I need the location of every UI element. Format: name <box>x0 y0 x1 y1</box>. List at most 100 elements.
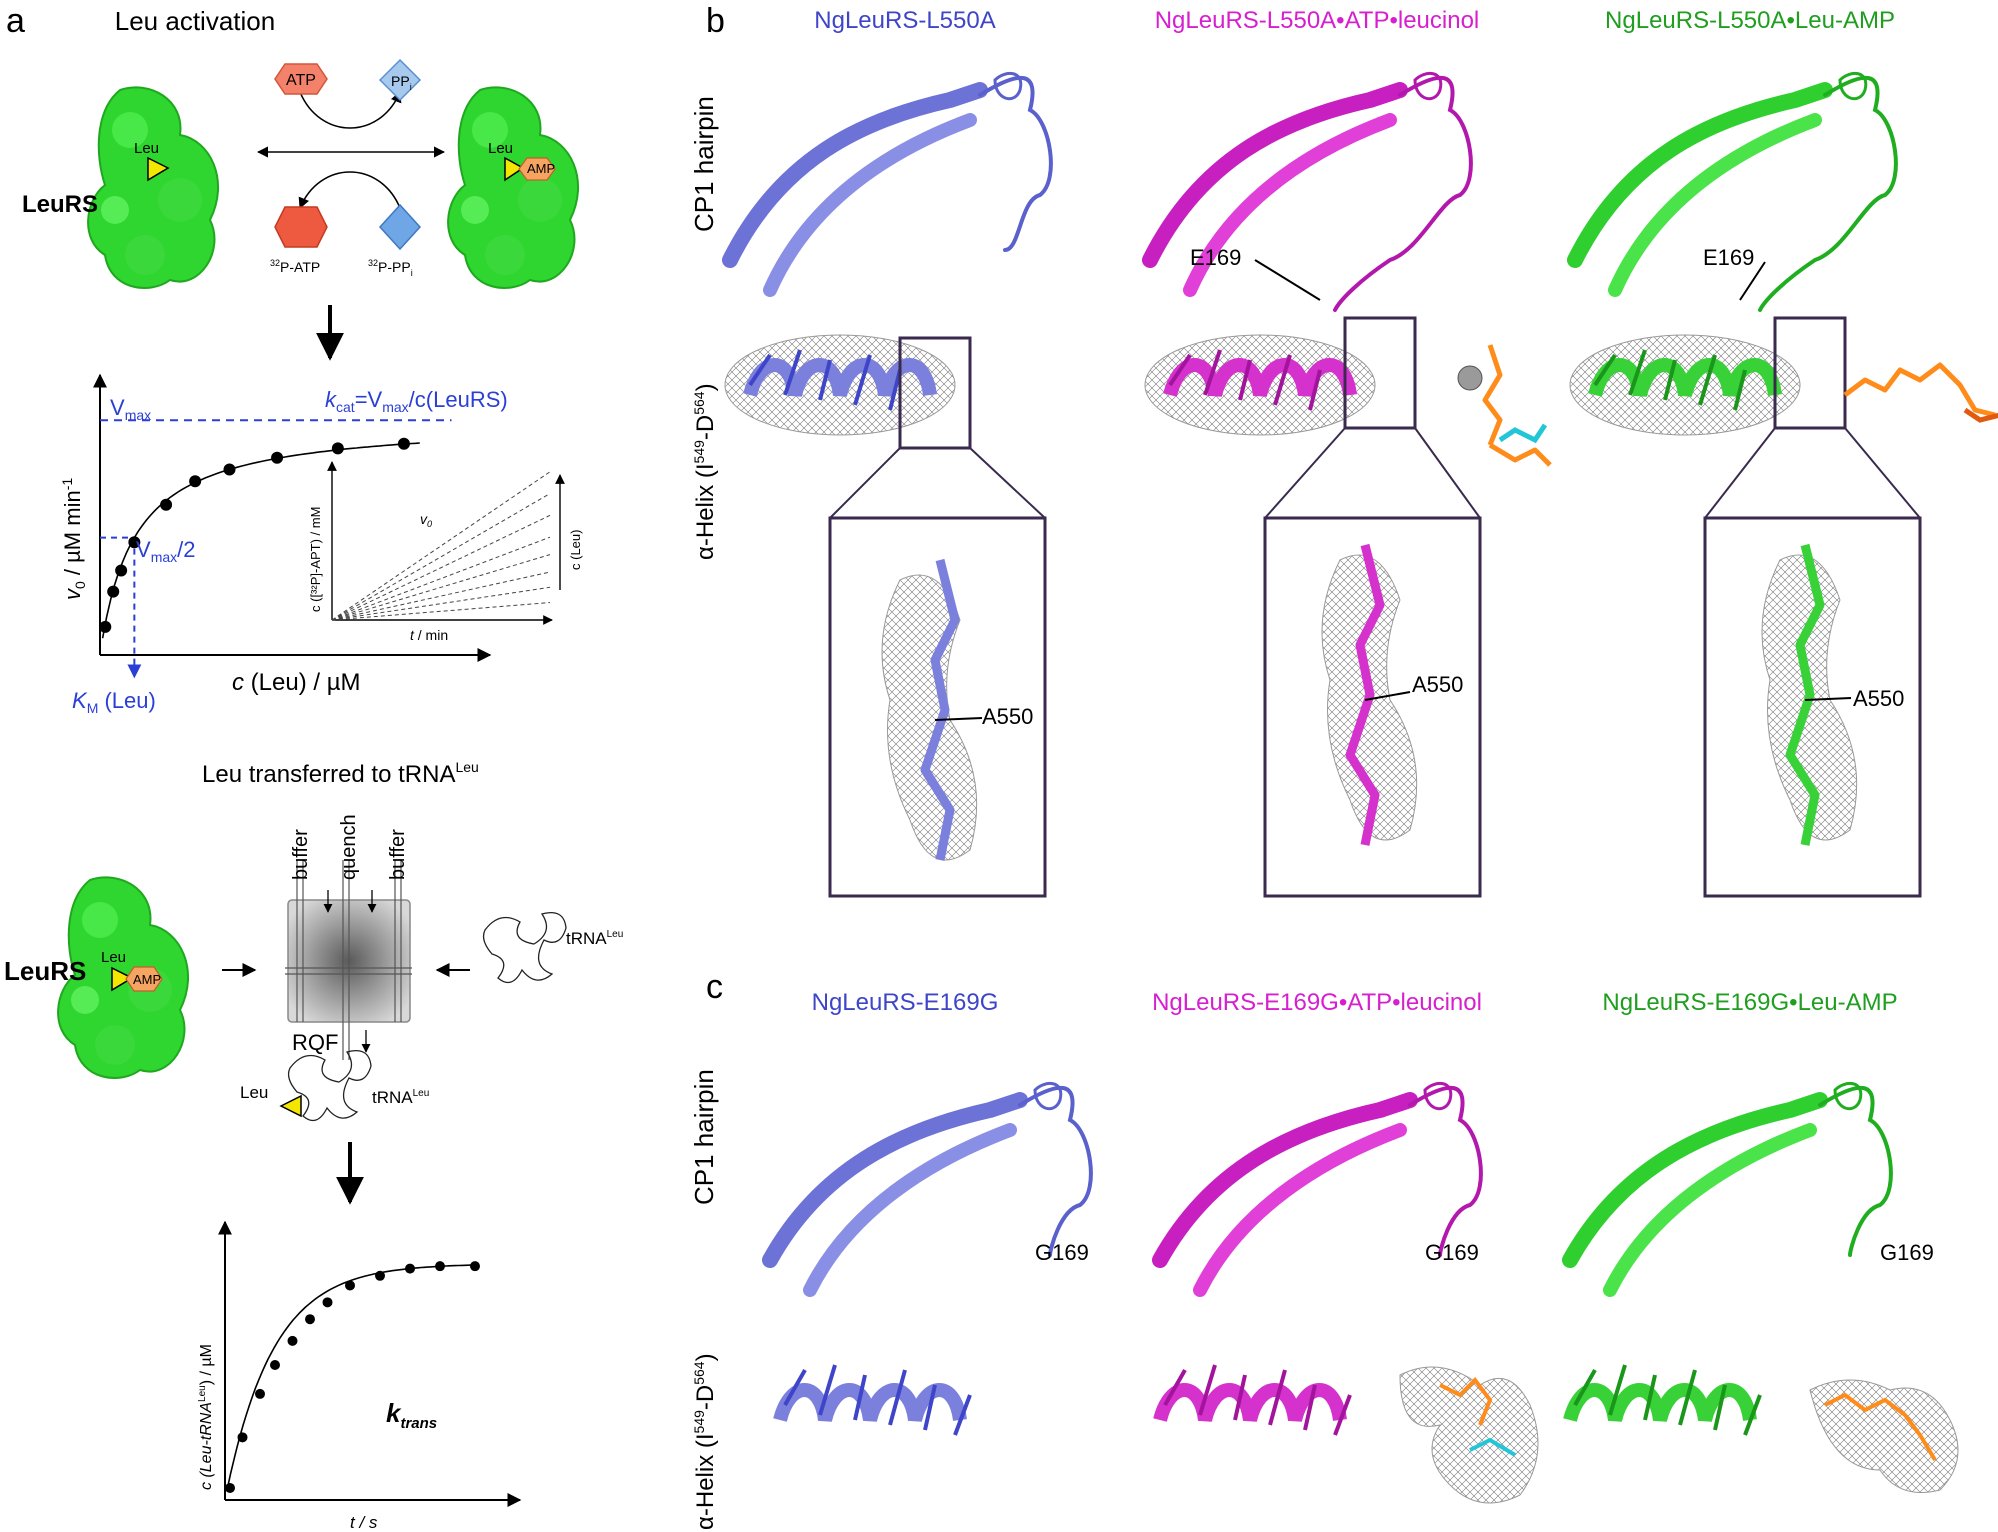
tr-data-point <box>237 1432 248 1443</box>
mm-data-point <box>189 475 202 488</box>
trna-structure-icon <box>482 911 567 984</box>
inset-rate-line <box>331 514 551 621</box>
tr-data-point <box>287 1335 298 1346</box>
inset-rate-line <box>331 493 551 621</box>
rapid-quench-flow-device: buffer quench buffer RQF <box>285 814 412 1060</box>
a550-pointer <box>934 717 983 721</box>
kcat-label: kcat=Vmax/c(LeuRS) <box>325 387 508 415</box>
g169-label: G169 <box>1425 1240 1479 1265</box>
tr-data-point <box>255 1388 265 1399</box>
amp-label-right: AMP <box>527 161 555 176</box>
k-trans-label: ktrans <box>386 1398 437 1432</box>
amp-label-bottom: AMP <box>133 972 161 987</box>
tr-data-point <box>470 1261 480 1272</box>
p32-ppi-label: 32P-PPi <box>368 258 413 278</box>
leu-amp-density <box>1809 1379 1959 1493</box>
atp-leucinol-ligand <box>1457 344 1552 467</box>
inset-rate-line <box>331 571 551 621</box>
tr-data-point <box>345 1280 355 1291</box>
alpha-helix-density <box>1144 316 1417 436</box>
g169-label: G169 <box>1035 1240 1089 1265</box>
c-structure-e169g-atp: G169 <box>1152 1081 1539 1504</box>
vmax-label: Vmax <box>110 395 151 423</box>
mm-data-point <box>99 620 112 633</box>
vmax-half-label: Vmax/2 <box>136 537 196 565</box>
mm-data-point <box>397 437 410 450</box>
metal-ion <box>1457 365 1483 391</box>
tr-fit-curve <box>226 1264 478 1489</box>
c-structure-e169g-leu-amp: G169 <box>1562 1081 1959 1493</box>
inset-y-label: c ([³²P]-APT) / mM <box>308 507 323 612</box>
inset-leu-label: c (Leu) <box>568 530 583 570</box>
mm-data-point <box>107 585 120 598</box>
transfer-title: Leu transferred to tRNALeu <box>202 759 479 788</box>
a550-zoom-panel: A550 <box>1263 516 1482 898</box>
buffer-label-1: buffer <box>290 829 312 880</box>
leurs-label-bottom: LeuRS <box>4 956 86 986</box>
alpha-helix-density <box>1569 316 1847 436</box>
tr-points <box>225 1261 480 1493</box>
a550-label: A550 <box>1412 672 1463 697</box>
panel-label-a: a <box>6 2 25 40</box>
cp1-hairpin-ribbon <box>762 1081 1093 1297</box>
alpha-helix-sticks <box>1563 1364 1762 1436</box>
p32-ppi-diamond-icon <box>378 203 422 251</box>
alpha-helix-sticks <box>1153 1364 1352 1436</box>
buffer-label-2: buffer <box>387 829 409 880</box>
leu-triangle-icon <box>504 156 525 182</box>
inset-x-label: t / min <box>410 627 448 643</box>
inset-rate-lines <box>331 471 551 621</box>
p32-atp-hexagon-icon <box>274 206 328 248</box>
mm-data-point <box>223 463 236 476</box>
zoom-line <box>969 447 1046 519</box>
trna-label-top: tRNALeu <box>566 929 623 948</box>
g169-label: G169 <box>1880 1240 1934 1265</box>
tr-data-point <box>375 1270 385 1281</box>
cp1-hairpin-ribbon <box>1562 1081 1893 1297</box>
atp-leucinol-density <box>1399 1366 1539 1504</box>
tr-data-point <box>305 1314 315 1325</box>
zoom-line <box>829 447 901 519</box>
cp1-hairpin-ribbon <box>722 71 1053 297</box>
mm-fit-curve <box>101 442 420 639</box>
b-column-title-3: NgLeuRS-L550A•Leu-AMP <box>1605 7 1895 34</box>
c-structure-e169g: G169 <box>762 1081 1093 1436</box>
mm-guides <box>100 419 452 679</box>
leu-label-left: Leu <box>134 140 159 157</box>
mm-x-axis-label: c (Leu) / µM <box>232 669 361 696</box>
tr-x-axis-label: t / s <box>350 1513 378 1532</box>
e169-pointer <box>1739 261 1766 301</box>
tr-data-point <box>435 1261 445 1272</box>
alpha-helix-sticks <box>773 1364 972 1436</box>
mm-points <box>99 437 410 633</box>
inset-rate-line <box>331 586 551 621</box>
a550-label: A550 <box>1853 686 1904 711</box>
ppi-diamond-icon <box>378 58 422 102</box>
c-column-title-3: NgLeuRS-E169G•Leu-AMP <box>1602 989 1897 1016</box>
amp-hexagon-icon <box>125 966 163 992</box>
leu-label-right: Leu <box>488 140 513 157</box>
b-row-label-helix: α-Helix (I549-D564) <box>691 383 719 560</box>
transfer-time-course-plot: c (Leu-tRNALeu) / µM t / s ktrans <box>197 1220 522 1532</box>
exchange-curve <box>298 171 401 210</box>
inset-rate-line <box>331 602 551 621</box>
leu-activation-title: Leu activation <box>115 6 275 36</box>
c-column-title-2: NgLeuRS-E169G•ATP•leucinol <box>1152 989 1482 1016</box>
zoom-box <box>1343 316 1417 430</box>
mm-data-point <box>115 564 128 577</box>
trna-label-bottom: tRNALeu <box>372 1088 429 1107</box>
alpha-helix-density <box>724 334 972 450</box>
progress-curve-inset: c ([³²P]-APT) / mM t / min v0 c (Leu) <box>308 461 583 643</box>
mm-y-axis-label: v0 / µM min-1 <box>59 478 88 600</box>
b-structure-l550a-atp: E169 A550 <box>1142 71 1552 898</box>
panel-label-b: b <box>706 2 725 40</box>
leu-triangle-icon <box>147 156 170 182</box>
b-column-title-2: NgLeuRS-L550A•ATP•leucinol <box>1155 7 1480 34</box>
zoom-line <box>1264 427 1346 519</box>
amp-hexagon-icon <box>518 157 556 181</box>
leu-triangle-icon <box>111 966 134 992</box>
inset-rate-line <box>331 554 551 621</box>
inset-rate-line <box>331 536 551 621</box>
km-label: KM (Leu) <box>72 688 156 716</box>
leu-label-charged: Leu <box>240 1083 268 1102</box>
